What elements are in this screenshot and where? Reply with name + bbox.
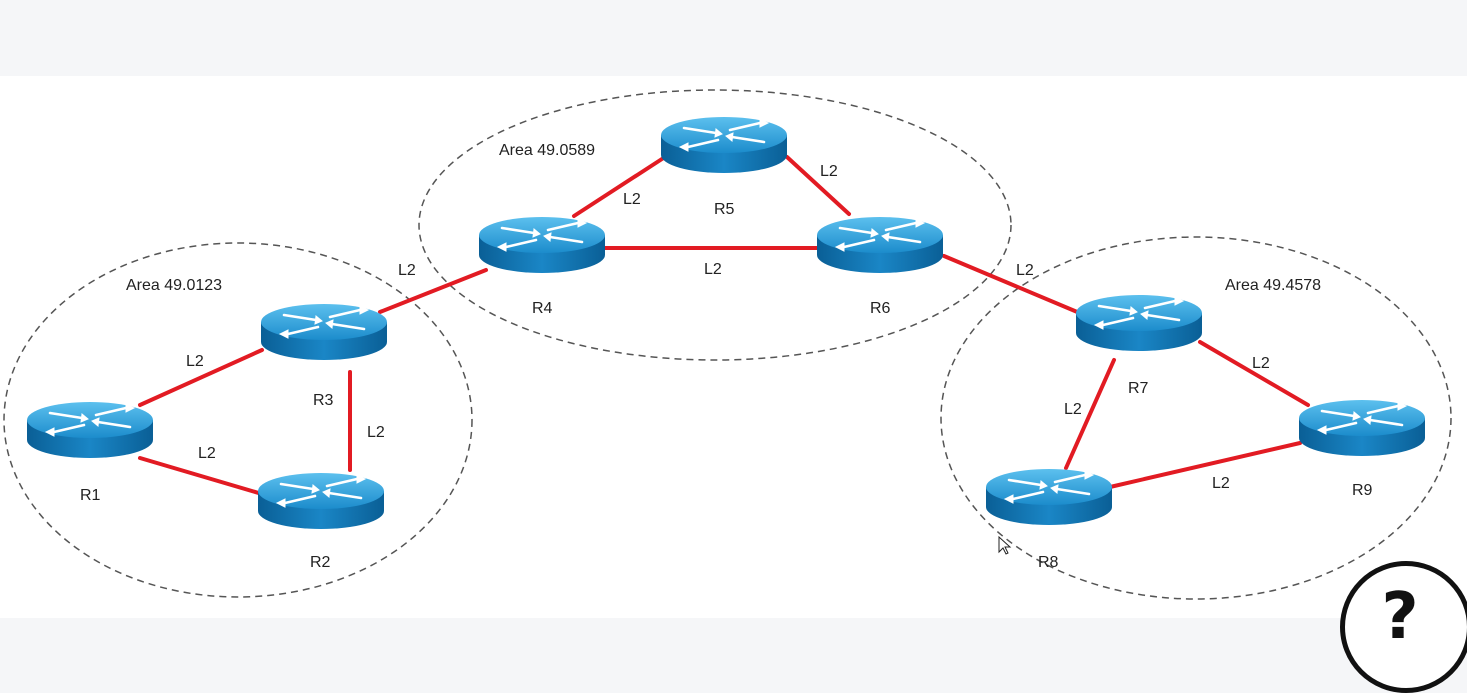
link-label-r1-r3: L2 bbox=[186, 353, 204, 370]
link-label-r6-r7: L2 bbox=[1016, 262, 1034, 279]
link-label-r1-r2: L2 bbox=[198, 445, 216, 462]
router-label-r7: R7 bbox=[1128, 380, 1149, 397]
link-r7-r9 bbox=[1198, 340, 1310, 407]
router-icon-r2 bbox=[256, 471, 386, 531]
router-label-r9: R9 bbox=[1352, 482, 1373, 499]
link-r4-r5 bbox=[572, 155, 667, 218]
router-label-r3: R3 bbox=[313, 392, 334, 409]
area-label-area3: Area 49.4578 bbox=[1225, 277, 1321, 294]
router-icon-r5 bbox=[659, 115, 789, 175]
router-label-r8: R8 bbox=[1038, 554, 1059, 571]
link-r8-r9 bbox=[1108, 441, 1302, 489]
area-label-area1: Area 49.0123 bbox=[126, 277, 222, 294]
question-mark-icon: ? bbox=[1381, 580, 1419, 654]
router-label-r2: R2 bbox=[310, 554, 331, 571]
link-r1-r2 bbox=[138, 456, 264, 496]
link-r7-r8 bbox=[1064, 358, 1116, 470]
router-icon-r9 bbox=[1297, 398, 1427, 458]
mouse-cursor-icon bbox=[998, 536, 1012, 555]
router-label-r1: R1 bbox=[80, 487, 101, 504]
link-label-r8-r9: L2 bbox=[1212, 475, 1230, 492]
router-icon-r4 bbox=[477, 215, 607, 275]
router-icon-r1 bbox=[25, 400, 155, 460]
link-label-r4-r6: L2 bbox=[704, 261, 722, 278]
help-button[interactable]: ? bbox=[1340, 561, 1467, 693]
link-r5-r6 bbox=[785, 155, 851, 216]
network-diagram: Area 49.0123 Area 49.0589 Area 49.4578 L… bbox=[3, 89, 1452, 600]
link-r6-r7 bbox=[942, 254, 1084, 316]
link-label-r3-r2: L2 bbox=[367, 424, 385, 441]
router-icon-r7 bbox=[1074, 293, 1204, 353]
router-icon-r6 bbox=[815, 215, 945, 275]
router-icon-r8 bbox=[984, 467, 1114, 527]
area-label-area2: Area 49.0589 bbox=[499, 142, 595, 159]
link-label-r4-r5: L2 bbox=[623, 191, 641, 208]
router-label-r5: R5 bbox=[714, 201, 735, 218]
link-label-r7-r9: L2 bbox=[1252, 355, 1270, 372]
router-label-r6: R6 bbox=[870, 300, 891, 317]
area-ellipse-area1 bbox=[3, 242, 473, 598]
link-label-r5-r6: L2 bbox=[820, 163, 838, 180]
link-r3-r4 bbox=[378, 268, 488, 314]
link-label-r7-r8: L2 bbox=[1064, 401, 1082, 418]
link-label-r3-r4: L2 bbox=[398, 262, 416, 279]
area-ellipse-area2 bbox=[418, 89, 1012, 361]
area-ellipse-area3 bbox=[940, 236, 1452, 600]
link-r1-r3 bbox=[138, 348, 264, 407]
router-label-r4: R4 bbox=[532, 300, 553, 317]
router-icon-r3 bbox=[259, 302, 389, 362]
